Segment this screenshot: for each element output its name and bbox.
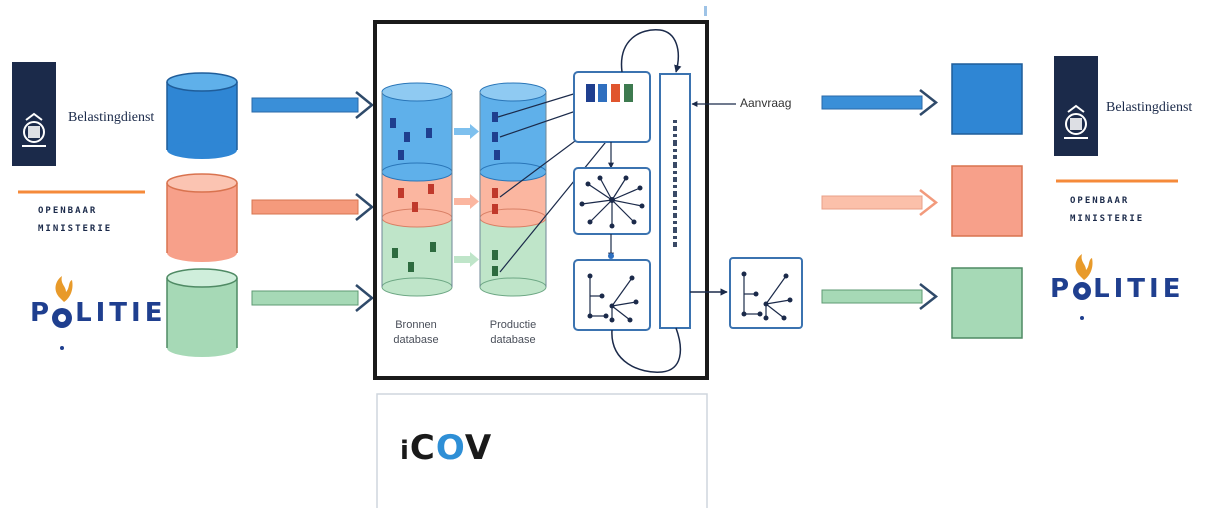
top-marker <box>704 6 707 16</box>
bronnen-database-label: Bronnen database <box>388 318 444 348</box>
icov-o: O <box>435 428 465 468</box>
crest-icon <box>22 112 46 147</box>
left-politie-flame-icon <box>52 276 73 350</box>
right-arrow-green <box>821 283 939 310</box>
bronnen-line2: database <box>393 334 439 346</box>
left-cylinder-orange <box>166 173 238 262</box>
right-politie-flame-icon <box>1073 254 1093 320</box>
inner-arrow-blue <box>454 124 479 139</box>
icov-logo-box <box>376 393 708 508</box>
left-belastingdienst-logo <box>12 62 56 166</box>
icov-i: i <box>400 436 410 466</box>
top-feedback-arc <box>620 29 682 73</box>
right-square-orange <box>951 165 1023 237</box>
right-belastingdienst-logo <box>1054 56 1098 156</box>
right-openbaar-ministerie-label: OPENBAAR MINISTERIE <box>1070 192 1144 228</box>
right-om-line1: OPENBAAR <box>1070 196 1130 206</box>
connector-dot <box>608 253 614 259</box>
right-square-green <box>951 267 1023 339</box>
icov-v: V <box>464 428 493 468</box>
productie-line1: Productie <box>489 319 537 331</box>
bronnen-database-cylinder <box>381 82 453 297</box>
right-om-line2: MINISTERIE <box>1070 214 1145 224</box>
network-graph-icon <box>573 167 651 235</box>
left-belastingdienst-label: Belastingdienst <box>68 110 155 125</box>
icov-c: C <box>409 428 436 468</box>
productie-database-cylinder <box>479 82 547 297</box>
right-politie-rest: LITIE <box>1093 274 1185 304</box>
left-arrow-orange <box>251 193 374 221</box>
crest-icon <box>1064 104 1088 139</box>
left-openbaar-ministerie-label: OPENBAAR MINISTERIE <box>38 202 112 238</box>
bottom-feedback-arc <box>611 327 682 373</box>
left-cylinder-blue <box>166 72 238 159</box>
left-arrow-blue <box>251 91 374 119</box>
inner-arrow-orange <box>454 194 479 209</box>
right-arrow-blue <box>821 89 939 116</box>
left-politie-rest: LITIE <box>75 298 167 328</box>
productie-line2: database <box>490 334 536 346</box>
left-cylinder-green <box>166 268 238 357</box>
right-politie-p: P <box>1050 274 1074 304</box>
inner-arrow-green <box>454 252 479 267</box>
right-square-blue <box>951 63 1023 135</box>
tree-graph-icon <box>573 259 651 331</box>
left-arrow-green <box>251 284 374 312</box>
right-arrow-orange <box>821 189 939 216</box>
icov-logo: iCOV <box>400 428 492 468</box>
registry-bar <box>659 73 691 329</box>
left-om-line1: OPENBAAR <box>38 206 98 216</box>
left-om-line2: MINISTERIE <box>38 224 113 234</box>
left-politie-p: P <box>30 298 54 328</box>
selection-box <box>573 71 651 143</box>
right-politie-label: P LITIE <box>1050 274 1184 304</box>
productie-database-label: Productie database <box>484 318 542 348</box>
right-belastingdienst-label: Belastingdienst <box>1106 100 1193 115</box>
left-politie-label: P LITIE <box>30 298 166 328</box>
bronnen-line1: Bronnen <box>395 319 437 331</box>
output-tree-graph-icon <box>729 257 803 329</box>
aanvraag-label: Aanvraag <box>740 96 792 110</box>
